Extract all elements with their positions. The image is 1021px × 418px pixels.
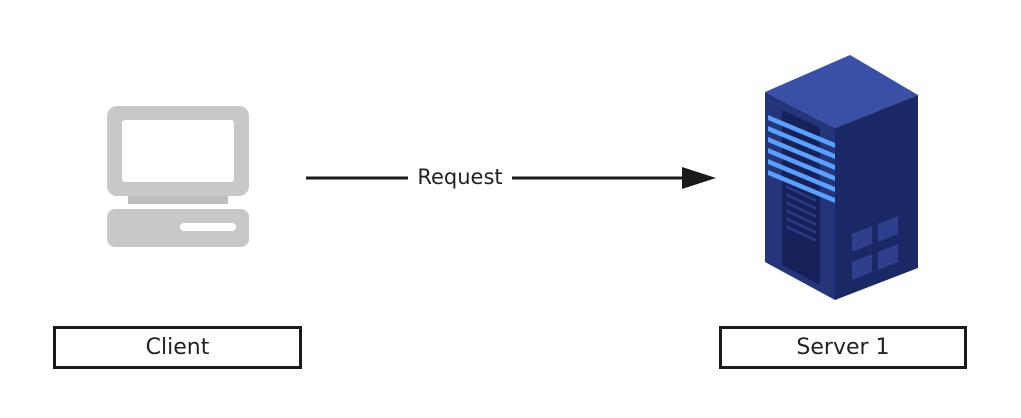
- request-edge-label: Request: [408, 162, 512, 192]
- client-label: Client: [53, 326, 302, 369]
- computer-icon: [107, 106, 249, 247]
- server-icon: [765, 55, 918, 300]
- server-label: Server 1: [719, 326, 967, 369]
